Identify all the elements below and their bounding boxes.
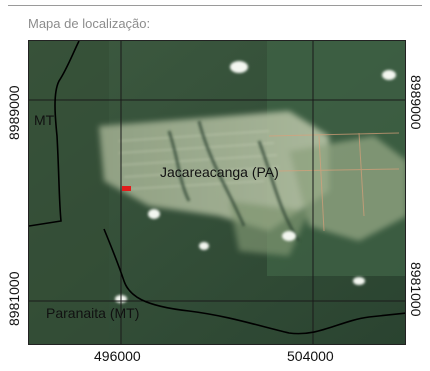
- y-tick-right-top: 8989000: [408, 75, 424, 130]
- left-strip: [29, 41, 109, 344]
- x-tick-496000: 496000: [94, 348, 141, 364]
- satellite-map[interactable]: [28, 40, 406, 345]
- y-tick-right-bottom: 8981000: [408, 262, 424, 317]
- location-marker: [122, 186, 131, 191]
- drainage: [167, 120, 301, 242]
- top-divider: [8, 5, 422, 6]
- map-title: Mapa de localização:: [28, 16, 151, 31]
- roads: [268, 132, 400, 232]
- grid: [29, 41, 405, 344]
- y-tick-left-top: 8989000: [6, 85, 22, 140]
- label-mt: MT: [34, 112, 55, 128]
- field-stripes: [118, 130, 280, 190]
- state-border-south: [103, 228, 405, 335]
- x-tick-504000: 504000: [287, 348, 334, 364]
- clouds: [115, 61, 396, 303]
- y-tick-left-bottom: 8981000: [6, 271, 22, 326]
- label-jacareacanga: Jacareacanga (PA): [160, 164, 279, 180]
- label-paranaita: Paranaita (MT): [46, 305, 140, 321]
- state-border: [29, 41, 80, 227]
- map-canvas: [29, 41, 405, 344]
